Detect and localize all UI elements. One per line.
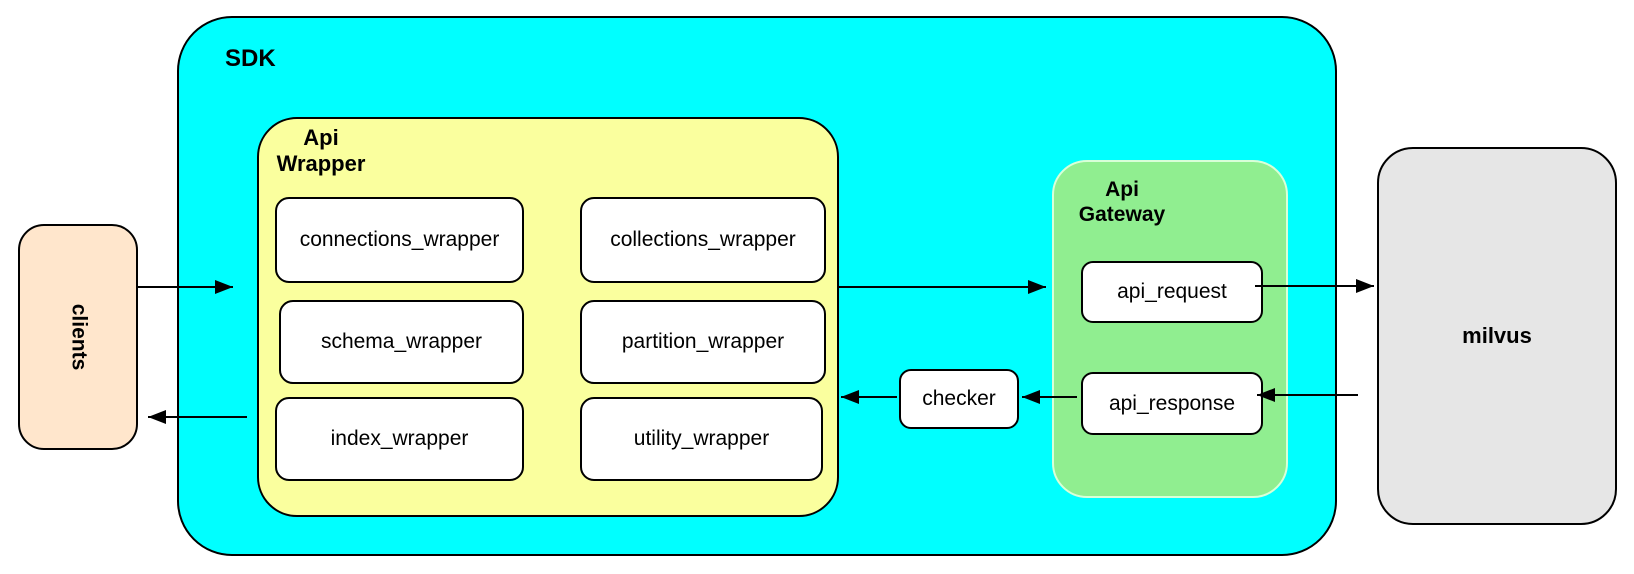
clients-node: clients: [18, 224, 138, 450]
node-label: schema_wrapper: [320, 330, 483, 353]
node-index-wrapper: index_wrapper: [275, 397, 524, 481]
node-label: partition_wrapper: [621, 330, 785, 353]
node-api-request: api_request: [1081, 261, 1263, 323]
node-label: utility_wrapper: [633, 427, 770, 450]
node-label: index_wrapper: [330, 427, 469, 450]
milvus-node: milvus: [1377, 147, 1617, 525]
api-gateway-container: Api Gateway api_request api_response: [1052, 160, 1288, 498]
api-gateway-label: Api Gateway: [1078, 178, 1166, 226]
node-partition-wrapper: partition_wrapper: [580, 300, 826, 384]
api-wrapper-container: Api Wrapper connections_wrapper collecti…: [257, 117, 839, 517]
milvus-label: milvus: [1462, 323, 1532, 348]
node-collections-wrapper: collections_wrapper: [580, 197, 826, 283]
clients-label: clients: [67, 303, 90, 371]
node-schema-wrapper: schema_wrapper: [279, 300, 524, 384]
checker-label: checker: [922, 387, 996, 410]
sdk-container: SDK Api Wrapper connections_wrapper coll…: [177, 16, 1337, 556]
node-label: api_request: [1117, 280, 1227, 303]
node-label: connections_wrapper: [299, 228, 500, 251]
node-api-response: api_response: [1081, 372, 1263, 435]
node-connections-wrapper: connections_wrapper: [275, 197, 524, 283]
node-utility-wrapper: utility_wrapper: [580, 397, 823, 481]
api-wrapper-label: Api Wrapper: [276, 125, 366, 176]
node-label: collections_wrapper: [610, 228, 796, 251]
sdk-label: SDK: [225, 45, 276, 72]
checker-node: checker: [899, 369, 1019, 429]
node-label: api_response: [1108, 391, 1236, 415]
